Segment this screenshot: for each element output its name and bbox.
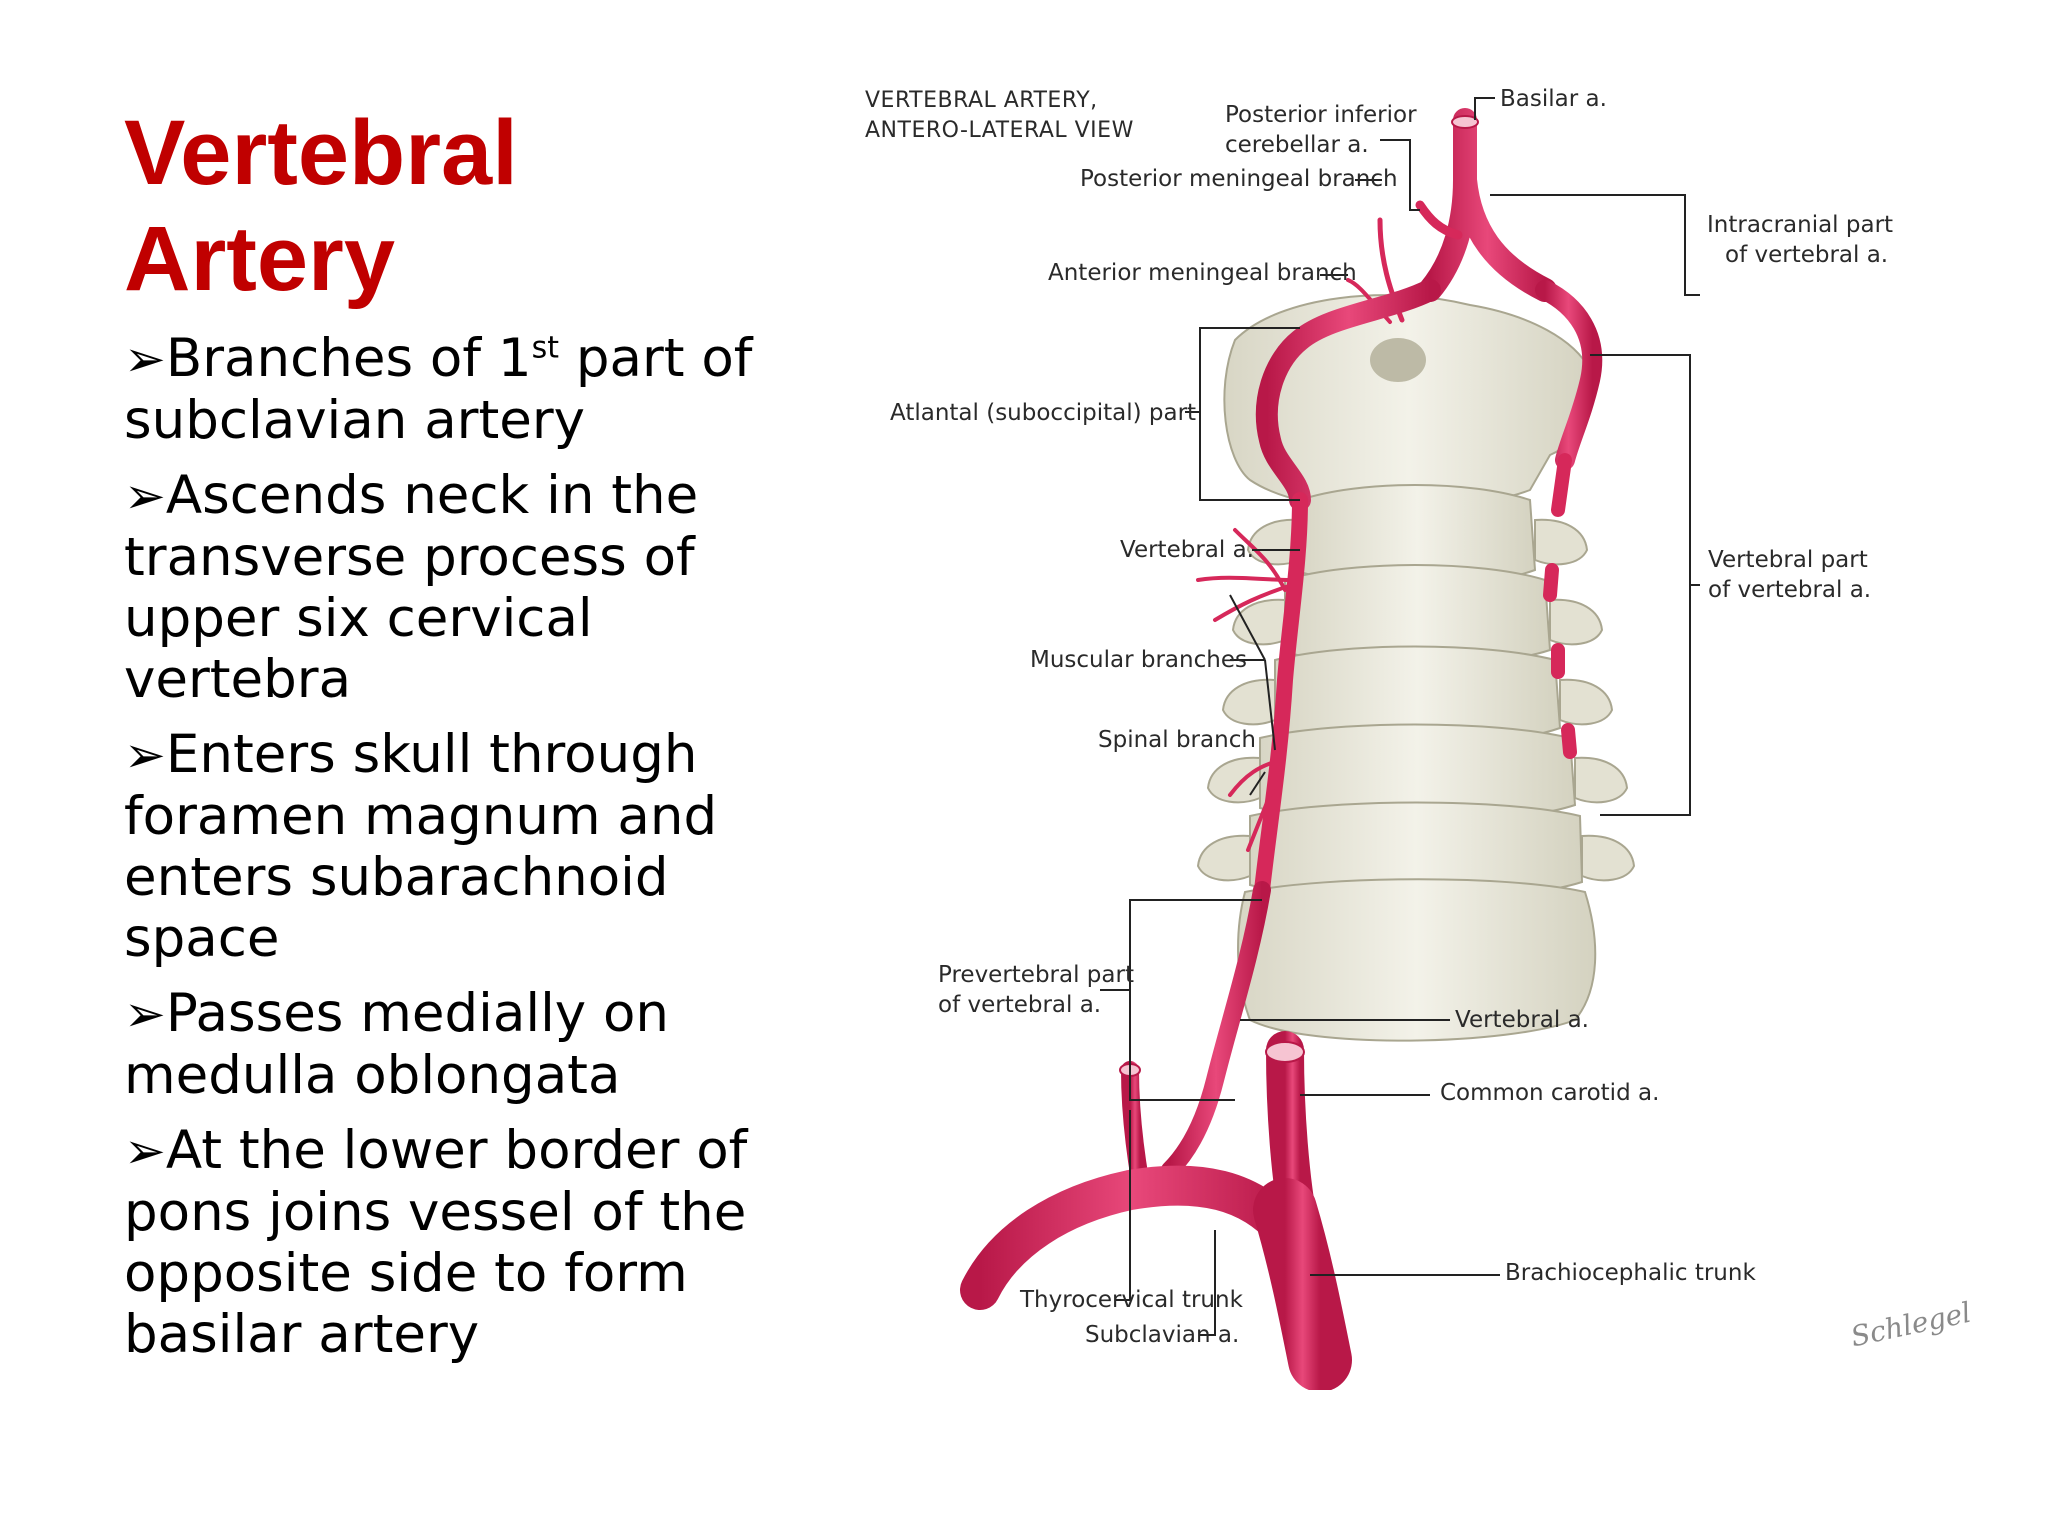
left-vertebral-foraminal [1254, 492, 1308, 898]
label-intracranial-line-1: Intracranial part [1707, 212, 1894, 238]
arrow-bullet-icon: ➢ [124, 985, 166, 1043]
label-pica: Posterior inferior cerebellar a. [1225, 100, 1417, 160]
title-line-2: Artery [124, 208, 396, 310]
bullet-item: ➢Branches of 1st part of subclavian arte… [124, 328, 774, 451]
diagram-heading: VERTEBRAL ARTERY, ANTERO-LATERAL VIEW [865, 86, 1134, 146]
bullet-superscript: st [531, 330, 559, 366]
label-prevertebral-line-2: of vertebral a. [938, 992, 1102, 1018]
bullet-list: ➢Branches of 1st part of subclavian arte… [124, 328, 774, 1379]
leader-subclavian [1200, 1230, 1216, 1336]
label-subclavian: Subclavian a. [1085, 1322, 1240, 1348]
bracket-atlantal [1185, 327, 1300, 501]
bracket-prevertebral [1100, 899, 1262, 1101]
brachiocephalic-trunk [1253, 1178, 1352, 1390]
label-vertebral-part: Vertebral part of vertebral a. [1708, 545, 1871, 605]
label-pica-line-2: cerebellar a. [1225, 132, 1369, 158]
slide-title: Vertebral Artery [124, 100, 764, 312]
diagram-heading-line-1: VERTEBRAL ARTERY, [865, 88, 1098, 113]
transverse-process-right-c3 [1549, 598, 1604, 646]
transverse-process-left-c5 [1206, 756, 1261, 804]
left-vertebral-atlantal [1255, 279, 1441, 511]
arrow-bullet-icon: ➢ [124, 726, 166, 784]
label-intracranial-line-2: of vertebral a. [1725, 242, 1889, 268]
leader-spinal [1249, 771, 1266, 796]
bullet-item: ➢Ascends neck in the transverse process … [124, 465, 774, 710]
bullet-text: At the lower border of pons joins vessel… [124, 1120, 748, 1365]
label-common-carotid: Common carotid a. [1440, 1080, 1660, 1106]
basilar-opening [1451, 115, 1479, 129]
label-posterior-meningeal: Posterior meningeal branch [1080, 166, 1398, 192]
muscular-branch-3 [1233, 528, 1287, 592]
bullet-text: Passes medially on medulla oblongata [124, 983, 670, 1106]
label-vertebral-artery-lower: Vertebral a. [1455, 1007, 1589, 1033]
anatomy-illustration [960, 97, 1700, 1390]
label-prevertebral-part: Prevertebral part of vertebral a. [938, 960, 1134, 1020]
leader-thyrocervical [1115, 1110, 1131, 1301]
dens [1370, 338, 1426, 382]
transverse-process-left-c3 [1231, 598, 1286, 646]
leader-pica [1380, 139, 1420, 211]
cervical-spine [1196, 294, 1636, 1042]
label-vertebral-part-line-1: Vertebral part [1708, 547, 1868, 573]
vertebra-c7 [1237, 878, 1597, 1042]
label-brachiocephalic-trunk: Brachiocephalic trunk [1505, 1260, 1756, 1286]
transverse-processes [1196, 518, 1636, 882]
label-vertebral-artery-upper: Vertebral a. [1120, 537, 1254, 563]
title-line-1: Vertebral [124, 102, 518, 204]
transverse-process-right-c2 [1534, 518, 1589, 566]
label-spinal-branch: Spinal branch [1098, 727, 1256, 753]
muscular-branch-4 [1228, 758, 1284, 797]
thyrocervical-trunk [1121, 1061, 1149, 1189]
diagram-heading-line-2: ANTERO-LATERAL VIEW [865, 118, 1134, 143]
vertebral-bodies [1237, 484, 1597, 1042]
bullet-item: ➢At the lower border of pons joins vesse… [124, 1120, 774, 1365]
bullet-item: ➢Passes medially on medulla oblongata [124, 983, 774, 1106]
muscular-branches [1196, 528, 1294, 852]
right-vertebral-segment-1 [1551, 453, 1572, 517]
label-thyrocervical-trunk: Thyrocervical trunk [1020, 1287, 1243, 1313]
right-vertebral-atlantal [1535, 280, 1603, 470]
bullet-text: Ascends neck in the transverse process o… [124, 465, 699, 710]
spinal-branch [1246, 763, 1284, 852]
leader-muscular [1229, 594, 1276, 751]
subclavian-artery [960, 1165, 1305, 1310]
bullet-text-continued: part of subclavian artery [124, 328, 753, 451]
right-vertebral-segments [1543, 453, 1577, 759]
bracket-intracranial [1490, 194, 1700, 296]
basilar-artery [1418, 108, 1557, 302]
label-muscular-branches: Muscular branches [1030, 647, 1247, 673]
label-atlantal-part: Atlantal (suboccipital) part [890, 400, 1197, 426]
leader-basilar [1474, 97, 1495, 120]
label-prevertebral-line-1: Prevertebral part [938, 962, 1134, 988]
leader-lines [1100, 97, 1700, 1336]
transverse-process-left-c4 [1221, 678, 1276, 726]
right-vertebral-segment-4 [1561, 723, 1577, 759]
pica-artery [1415, 200, 1463, 240]
label-pica-line-1: Posterior inferior [1225, 102, 1417, 128]
bullet-item: ➢Enters skull through foramen magnum and… [124, 724, 774, 969]
common-carotid-opening [1265, 1041, 1305, 1063]
transverse-process-left-c6 [1196, 834, 1251, 882]
transverse-process-right-c5 [1574, 756, 1629, 804]
transverse-process-right-c6 [1581, 834, 1636, 882]
arrow-bullet-icon: ➢ [124, 467, 166, 525]
arrow-bullet-icon: ➢ [124, 1122, 166, 1180]
muscular-branch-1 [1196, 575, 1294, 582]
label-anterior-meningeal: Anterior meningeal branch [1048, 260, 1357, 286]
label-intracranial-part: Intracranial part of vertebral a. [1707, 210, 1893, 270]
transverse-process-right-c4 [1559, 678, 1614, 726]
label-vertebral-part-line-2: of vertebral a. [1708, 577, 1872, 603]
bracket-vertebral-part [1590, 354, 1700, 816]
label-basilar: Basilar a. [1500, 86, 1607, 112]
bullet-text: Enters skull through foramen magnum and … [124, 724, 718, 969]
right-vertebral-segment-2 [1543, 563, 1559, 602]
vertebral-artery-diagram: VERTEBRAL ARTERY, ANTERO-LATERAL VIEW Ba… [830, 60, 2010, 1390]
arrow-bullet-icon: ➢ [124, 330, 166, 388]
bullet-text: Branches of 1 [165, 328, 532, 389]
left-vertebral-prevertebral [1161, 881, 1271, 1179]
